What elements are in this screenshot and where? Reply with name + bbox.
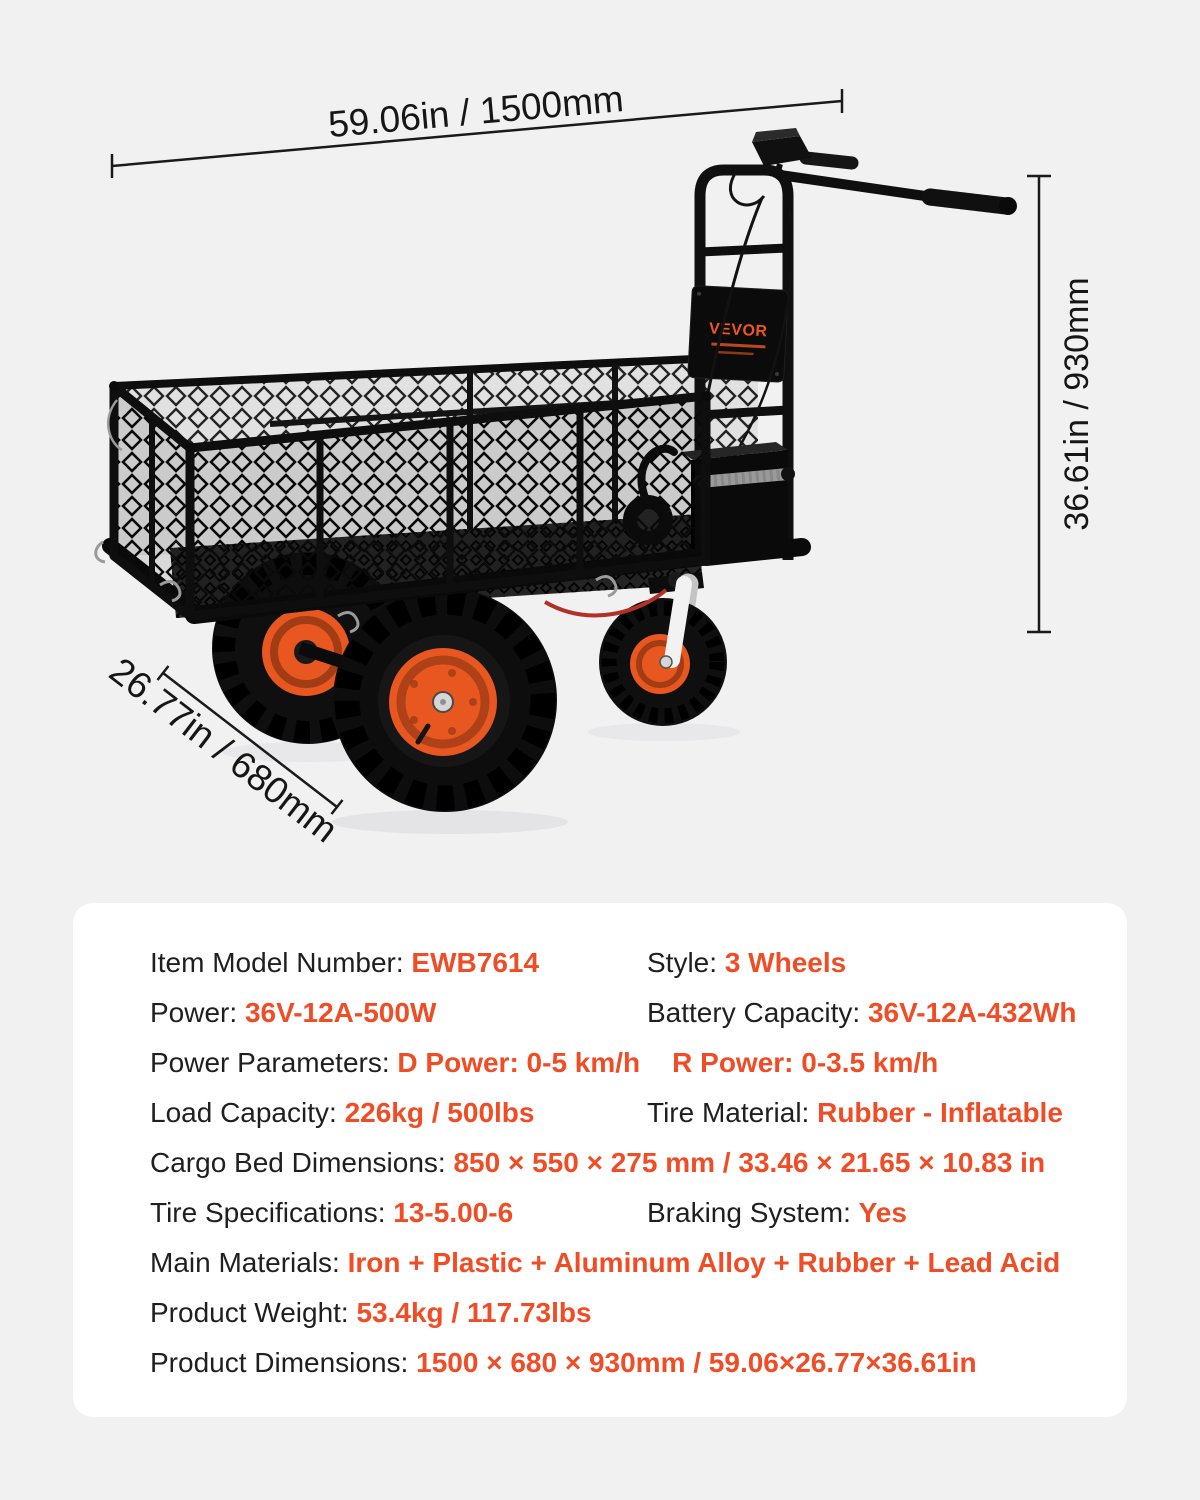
front-wheel bbox=[333, 588, 557, 812]
spec-value: 53.4kg / 117.73lbs bbox=[356, 1297, 592, 1328]
spec-cell: Braking System: Yes bbox=[647, 1188, 907, 1238]
dimension-width: 59.06in / 1500mm bbox=[110, 78, 844, 178]
spec-label: Power Parameters: bbox=[150, 1047, 390, 1078]
spec-cell: Power Parameters: D Power: 0-5 km/h R Pow… bbox=[150, 1047, 938, 1078]
spec-cell: Cargo Bed Dimensions: 850 × 550 × 275 mm… bbox=[150, 1147, 1045, 1178]
spec-cell: Main Materials: Iron + Plastic + Aluminu… bbox=[150, 1247, 1060, 1278]
throttle-control bbox=[752, 128, 812, 179]
spec-label: Product Weight: bbox=[150, 1297, 349, 1328]
spec-label: Braking System: bbox=[647, 1197, 851, 1228]
spec-row: Item Model Number: EWB7614 Style: 3 Wheel… bbox=[150, 938, 1097, 988]
spec-label: Tire Specifications: bbox=[150, 1197, 386, 1228]
spec-value: 36V-12A-432Wh bbox=[867, 997, 1077, 1028]
spec-row: Product Dimensions: 1500 × 680 × 930mm /… bbox=[150, 1338, 1097, 1388]
spec-value: 13-5.00-6 bbox=[393, 1197, 514, 1228]
caster-wheel bbox=[599, 572, 727, 726]
height-label: 36.61in / 930mm bbox=[1058, 277, 1096, 530]
spec-row: Cargo Bed Dimensions: 850 × 550 × 275 mm… bbox=[150, 1138, 1097, 1188]
spec-value: Rubber - Inflatable bbox=[817, 1097, 1063, 1128]
cart-illustration: VEVOR bbox=[94, 128, 1017, 812]
spec-row: Main Materials: Iron + Plastic + Aluminu… bbox=[150, 1238, 1097, 1288]
spec-row: Load Capacity: 226kg / 500lbs Tire Materi… bbox=[150, 1088, 1097, 1138]
spec-rows: Item Model Number: EWB7614 Style: 3 Wheel… bbox=[150, 938, 1097, 1388]
spec-cell: Tire Material: Rubber - Inflatable bbox=[647, 1088, 1063, 1138]
spec-label: Battery Capacity: bbox=[647, 997, 861, 1028]
power-cable bbox=[544, 588, 668, 618]
fastener-clips bbox=[94, 399, 618, 634]
spec-value: Yes bbox=[858, 1197, 907, 1228]
spec-value: 36V-12A-500W bbox=[244, 997, 437, 1028]
spec-cell: Power: 36V-12A-500W bbox=[150, 997, 436, 1028]
spec-cell: Product Weight: 53.4kg / 117.73lbs bbox=[150, 1297, 592, 1328]
spec-cell: Item Model Number: EWB7614 bbox=[150, 947, 539, 978]
spec-panel: Item Model Number: EWB7614 Style: 3 Wheel… bbox=[73, 903, 1127, 1417]
spec-label: Power: bbox=[150, 997, 238, 1028]
product-photo: VEVOR bbox=[94, 78, 1096, 850]
spec-cell: Style: 3 Wheels bbox=[647, 938, 846, 988]
secondary-grip bbox=[799, 151, 859, 170]
spec-row: Power Parameters: D Power: 0-5 km/h R Pow… bbox=[150, 1038, 1097, 1088]
spec-value: 850 × 550 × 275 mm / 33.46 × 21.65 × 10.… bbox=[453, 1147, 1046, 1178]
spec-cell: Battery Capacity: 36V-12A-432Wh bbox=[647, 988, 1077, 1038]
spec-value: EWB7614 bbox=[411, 947, 540, 978]
spec-row: Product Weight: 53.4kg / 117.73lbs bbox=[150, 1288, 1097, 1338]
spec-value-2: R Power: 0-3.5 km/h bbox=[672, 1047, 939, 1078]
spec-cell: Tire Specifications: 13-5.00-6 bbox=[150, 1197, 513, 1228]
spec-value: 1500 × 680 × 930mm / 59.06×26.77×36.61in bbox=[416, 1347, 977, 1378]
caster-fork bbox=[664, 576, 692, 668]
spec-cell: Product Dimensions: 1500 × 680 × 930mm /… bbox=[150, 1347, 977, 1378]
handle-grip bbox=[921, 188, 1015, 215]
cart-front-wall bbox=[185, 391, 711, 621]
spec-label: Load Capacity: bbox=[150, 1097, 337, 1128]
cart-left-wall bbox=[109, 351, 763, 621]
spec-value: 3 Wheels bbox=[724, 947, 847, 978]
spec-label: Tire Material: bbox=[647, 1097, 810, 1128]
spec-value: D Power: 0-5 km/h bbox=[397, 1047, 641, 1078]
spec-value: Iron + Plastic + Aluminum Alloy + Rubber… bbox=[347, 1247, 1061, 1278]
brand-logo-text: VEVOR bbox=[709, 320, 768, 340]
spec-row: Tire Specifications: 13-5.00-6 Braking Sy… bbox=[150, 1188, 1097, 1238]
spec-row: Power: 36V-12A-500W Battery Capacity: 36V… bbox=[150, 988, 1097, 1038]
spec-value: 226kg / 500lbs bbox=[344, 1097, 535, 1128]
spec-label: Cargo Bed Dimensions: bbox=[150, 1147, 446, 1178]
spec-label: Main Materials: bbox=[150, 1247, 340, 1278]
spec-label: Style: bbox=[647, 947, 718, 978]
spec-label: Item Model Number: bbox=[150, 947, 404, 978]
spec-label: Product Dimensions: bbox=[150, 1347, 409, 1378]
dimension-height: 36.61in / 930mm bbox=[1027, 174, 1096, 634]
width-label: 59.06in / 1500mm bbox=[327, 78, 626, 145]
spec-cell: Load Capacity: 226kg / 500lbs bbox=[150, 1097, 534, 1128]
